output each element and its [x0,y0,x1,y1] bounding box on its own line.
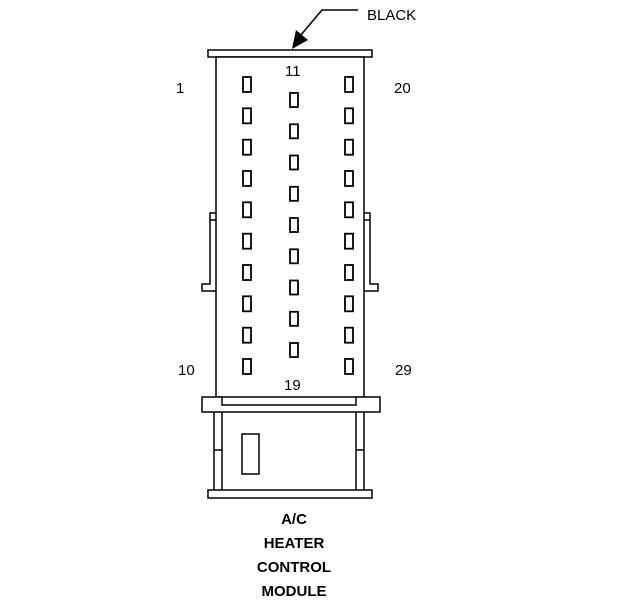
title-line-4: MODULE [261,583,327,600]
left-column-cavity [242,232,252,250]
center-column-cavity [289,248,299,265]
title-line-3: CONTROL [256,559,332,576]
right-column-cavity [344,170,354,187]
pin-label-10: 10 [178,362,195,379]
pin-label-29: 29 [395,362,412,379]
left-column-cavity [242,201,252,219]
pin-label-20: 20 [394,80,411,97]
right-column-cavity [344,358,354,375]
callout-arrowhead [292,30,308,49]
title-line-2: HEATER [263,535,325,552]
module-title: A/C HEATER CONTROL MODULE [214,508,374,604]
pin-label-19: 19 [284,377,301,394]
center-column-cavity [289,123,299,140]
left-latch [201,212,216,292]
center-column-cavity [289,310,299,327]
left-column-cavity [242,170,252,187]
left-column-cavity [242,138,252,156]
right-column-cavity [344,138,354,156]
center-column-cavity [289,154,299,171]
right-column-cavity [344,264,354,281]
right-column-cavity [344,76,354,93]
right-latch [364,212,379,292]
right-column-cavity [344,201,354,219]
center-column-cavity [289,92,299,108]
right-column-cavity [344,232,354,250]
right-column-cavity [344,107,354,125]
left-column-cavity [242,107,252,125]
center-column-cavity [289,342,299,358]
pin-label-11: 11 [285,63,301,80]
connector-base [207,489,373,499]
right-column-cavity [344,295,354,313]
lock-tab [241,433,260,475]
connector-top-flange [207,49,373,58]
center-column-cavity [289,217,299,233]
left-column-cavity [242,326,252,344]
title-line-1: A/C [281,511,307,528]
callout-label: BLACK [367,7,417,24]
center-column-cavity [289,185,299,202]
left-column-cavity [242,358,252,375]
left-column-cavity [242,76,252,93]
right-column-cavity [344,326,354,344]
pin-label-1: 1 [176,80,185,97]
center-column-cavity [289,279,299,296]
callout-leader [299,9,358,37]
left-column-cavity [242,264,252,281]
connector-collar [201,396,381,413]
left-column-cavity [242,295,252,313]
